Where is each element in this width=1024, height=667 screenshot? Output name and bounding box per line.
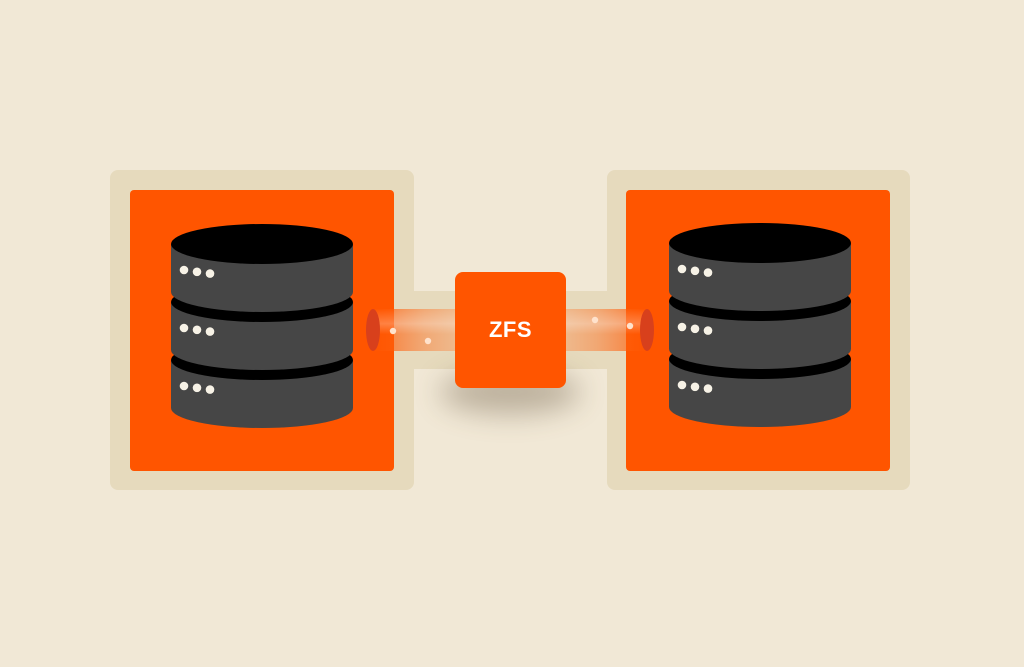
pipe-right [555,309,654,351]
led-icon [192,325,202,335]
led-icon [179,265,189,275]
led-icon [677,322,687,332]
led-icon [205,269,215,278]
led-icon [677,380,687,390]
led-icon [192,383,202,393]
led-icon [205,327,215,336]
led-icon [179,381,189,391]
led-icon [192,267,202,277]
disk-top [669,223,851,263]
particle-icon [424,337,432,345]
led-icon [690,382,700,392]
pipe-left-end [366,309,380,351]
led-icon [179,323,189,333]
zfs-box [455,272,566,388]
led-icon [690,324,700,334]
disk [669,223,851,311]
disk-top [171,224,353,264]
led-icon [703,268,713,277]
pipe-right-end [640,309,654,351]
led-icon [703,384,713,393]
led-icon [690,266,700,276]
particle-icon [626,322,634,330]
led-icon [703,326,713,335]
particle-icon [389,327,397,335]
target-disk-stack [669,223,851,427]
disk [171,224,353,312]
particle-icon [591,316,599,324]
source-disk-stack [171,224,353,428]
pipe-left [366,309,465,351]
led-icon [677,264,687,274]
led-icon [205,385,215,394]
